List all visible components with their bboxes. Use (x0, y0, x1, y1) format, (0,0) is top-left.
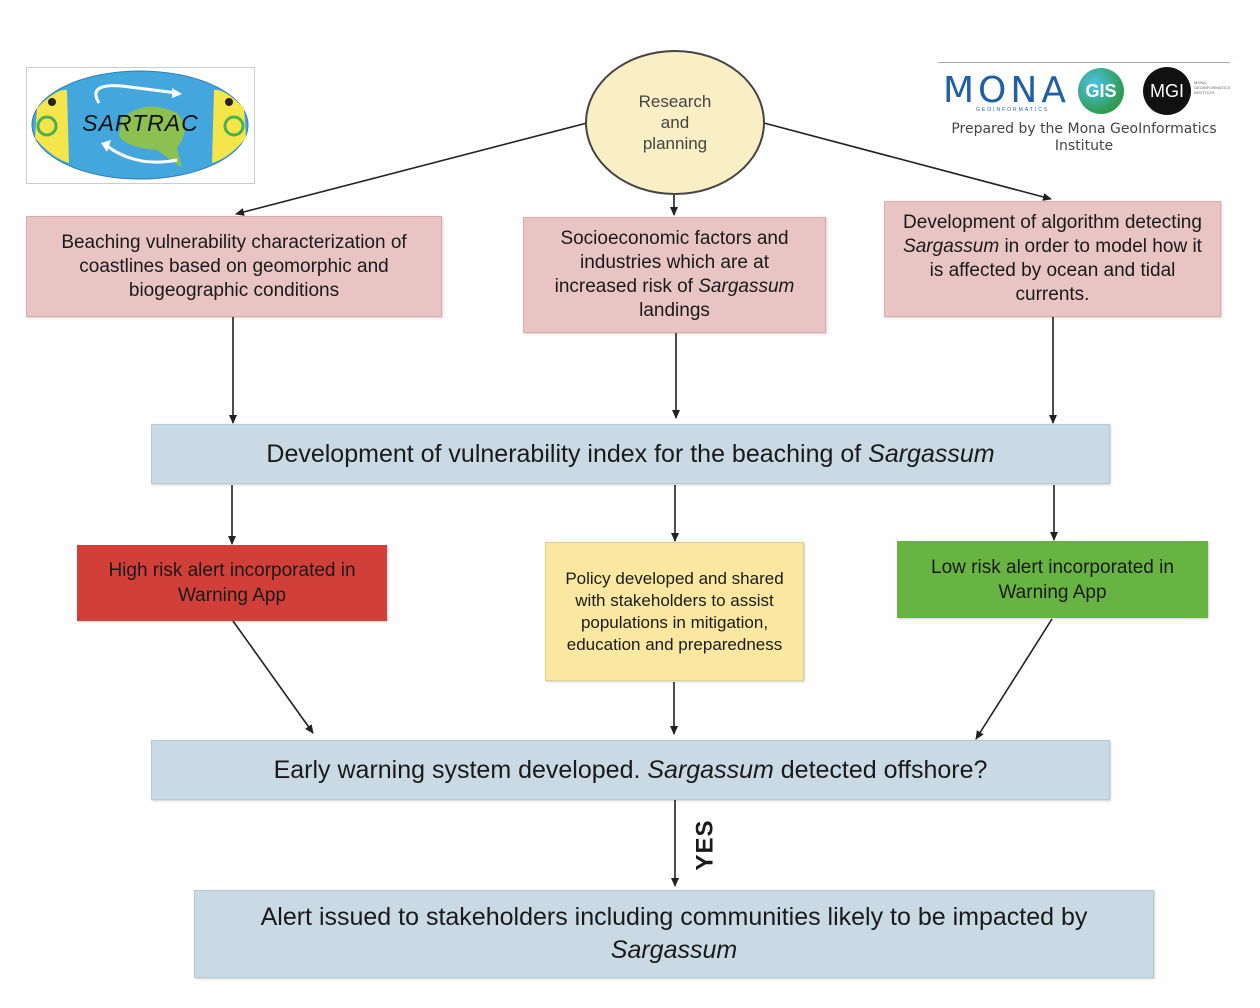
node-text: Low risk alert incorporated in Warning A… (931, 556, 1174, 603)
gis-badge-text: GIS (1085, 80, 1117, 101)
node-text: High risk alert incorporated in Warning … (108, 560, 356, 606)
mgi-subtitle: MONA GEOINFORMATICS INSTITUTE (1194, 80, 1231, 95)
yes-label-text: YES (692, 819, 719, 871)
arrow-start-to-beaching (235, 122, 588, 216)
node-low-risk-alert: Low risk alert incorporated in Warning A… (897, 541, 1208, 618)
arrow-start-to-algorithm (763, 122, 1052, 201)
node-research-and-planning: Research and planning (585, 50, 765, 195)
species-name: Sargassum (610, 936, 738, 964)
node-text: and (660, 113, 690, 132)
node-beaching-vulnerability: Beaching vulnerability characterization … (26, 216, 442, 317)
sartrac-logo: SARTRAC (26, 67, 255, 184)
species-name: Sargassum (698, 276, 795, 297)
node-text: Development of algorithm detecting Sarga… (903, 212, 1202, 305)
mgi-badge-text: MGI (1150, 80, 1184, 101)
node-alert-issued: Alert issued to stakeholders including c… (194, 890, 1154, 978)
node-algorithm-development: Development of algorithm detecting Sarga… (884, 201, 1221, 317)
prepared-by-caption: Prepared by the Mona GeoInformatics Inst… (938, 121, 1230, 155)
sartrac-logo-text: SARTRAC (82, 110, 199, 136)
node-policy-developed: Policy developed and shared with stakeho… (545, 542, 804, 681)
gis-badge: GIS (1078, 68, 1124, 114)
edge-label-yes: YES (690, 815, 722, 875)
mona-subtitle: GEOINFORMATICS (976, 107, 1050, 113)
species-name: Sargassum (868, 439, 995, 468)
node-text: Development of vulnerability index for t… (266, 439, 995, 468)
mona-geoinformatics-logo: MONA GEOINFORMATICS GIS MGI MONA GEOINFO… (938, 62, 1240, 156)
node-vulnerability-index: Development of vulnerability index for t… (151, 424, 1110, 484)
node-text: Early warning system developed. Sargassu… (273, 755, 988, 784)
node-early-warning-system: Early warning system developed. Sargassu… (151, 740, 1110, 800)
mona-wordmark: MONA (943, 70, 1070, 111)
arrow-high-to-early (232, 620, 314, 734)
node-high-risk-alert: High risk alert incorporated in Warning … (77, 545, 387, 621)
mgi-badge: MGI (1143, 67, 1191, 115)
node-text: planning (642, 134, 708, 153)
node-text: Policy developed and shared with stakeho… (565, 568, 784, 654)
arrow-low-to-early (975, 618, 1053, 740)
node-text: Beaching vulnerability characterization … (61, 231, 407, 301)
node-text: Research (638, 92, 712, 111)
node-text: Socioeconomic factors and industries whi… (554, 228, 795, 321)
node-socioeconomic-factors: Socioeconomic factors and industries whi… (523, 217, 826, 333)
caption-line-1: Prepared by the Mona GeoInformatics (951, 121, 1217, 137)
species-name: Sargassum (903, 236, 1000, 257)
species-name: Sargassum (647, 755, 774, 784)
node-text: Alert issued to stakeholders including c… (260, 903, 1088, 964)
caption-line-2: Institute (1054, 138, 1114, 154)
